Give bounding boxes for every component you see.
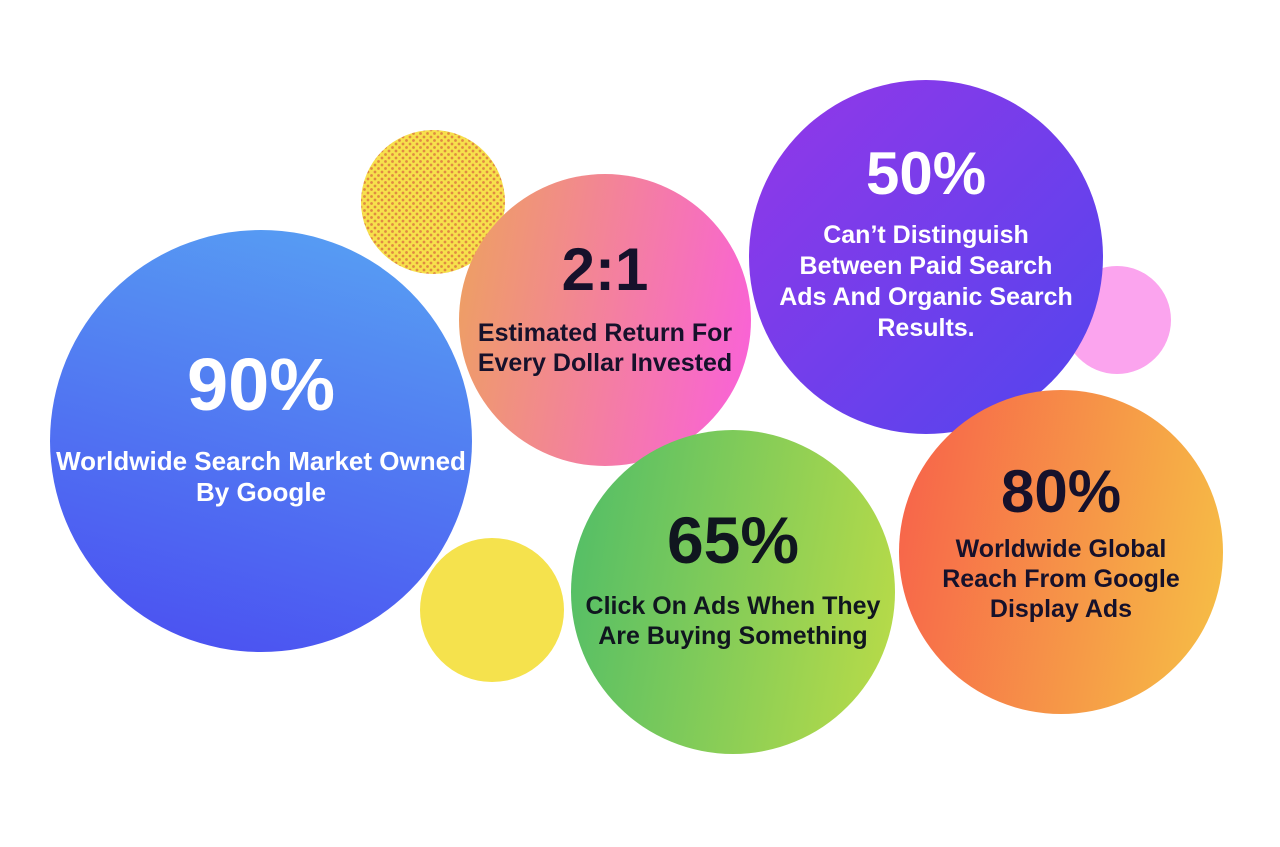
stat-label-line: Ads And Organic Search	[779, 283, 1073, 311]
yellow-accent-circle	[420, 538, 564, 682]
stat-label-line: Click On Ads When They	[585, 592, 881, 620]
stat-label-line: Reach From Google	[942, 565, 1180, 593]
stat-value: 65%	[666, 503, 800, 577]
stat-label-line: By Google	[195, 477, 326, 507]
stat-label-line: Every Dollar Invested	[477, 349, 733, 377]
dotted-yellow-circle	[361, 130, 505, 274]
stat-label-line: Can’t Distinguish	[823, 221, 1029, 249]
bubble-50-paid-vs-organic: 50% Can’t Distinguish Between Paid Searc…	[749, 80, 1103, 434]
stat-label: Worldwide Search Market Owned By Google	[56, 446, 466, 508]
stat-label-line: Results.	[877, 314, 975, 342]
stat-label: Estimated Return For Every Dollar Invest…	[478, 318, 732, 378]
stat-label: Worldwide Global Reach From Google Displ…	[942, 534, 1180, 624]
stat-value: 90%	[186, 342, 336, 426]
stat-value: 2:1	[561, 236, 649, 303]
stat-label-line: Are Buying Something	[598, 622, 868, 650]
stat-label-line: Estimated Return For	[477, 319, 733, 347]
stat-value: 80%	[1000, 458, 1122, 525]
stat-value: 50%	[865, 140, 987, 207]
bubble-90-worldwide-search-market: 90% Worldwide Search Market Owned By Goo…	[50, 230, 472, 652]
bubble-80-display-reach: 80% Worldwide Global Reach From Google D…	[899, 390, 1223, 714]
bubble-65-click-on-ads: 65% Click On Ads When They Are Buying So…	[571, 430, 895, 754]
stat-label-line: Worldwide Search Market Owned	[56, 445, 466, 476]
stat-label-line: Display Ads	[989, 595, 1133, 623]
stat-label-line: Between Paid Search	[799, 252, 1053, 280]
stat-label: Click On Ads When They Are Buying Someth…	[586, 591, 881, 651]
stat-label: Can’t Distinguish Between Paid Search Ad…	[779, 220, 1073, 344]
stat-label-line: Worldwide Global	[955, 535, 1167, 563]
bubble-2-1-estimated-return: 2:1 Estimated Return For Every Dollar In…	[459, 174, 751, 466]
